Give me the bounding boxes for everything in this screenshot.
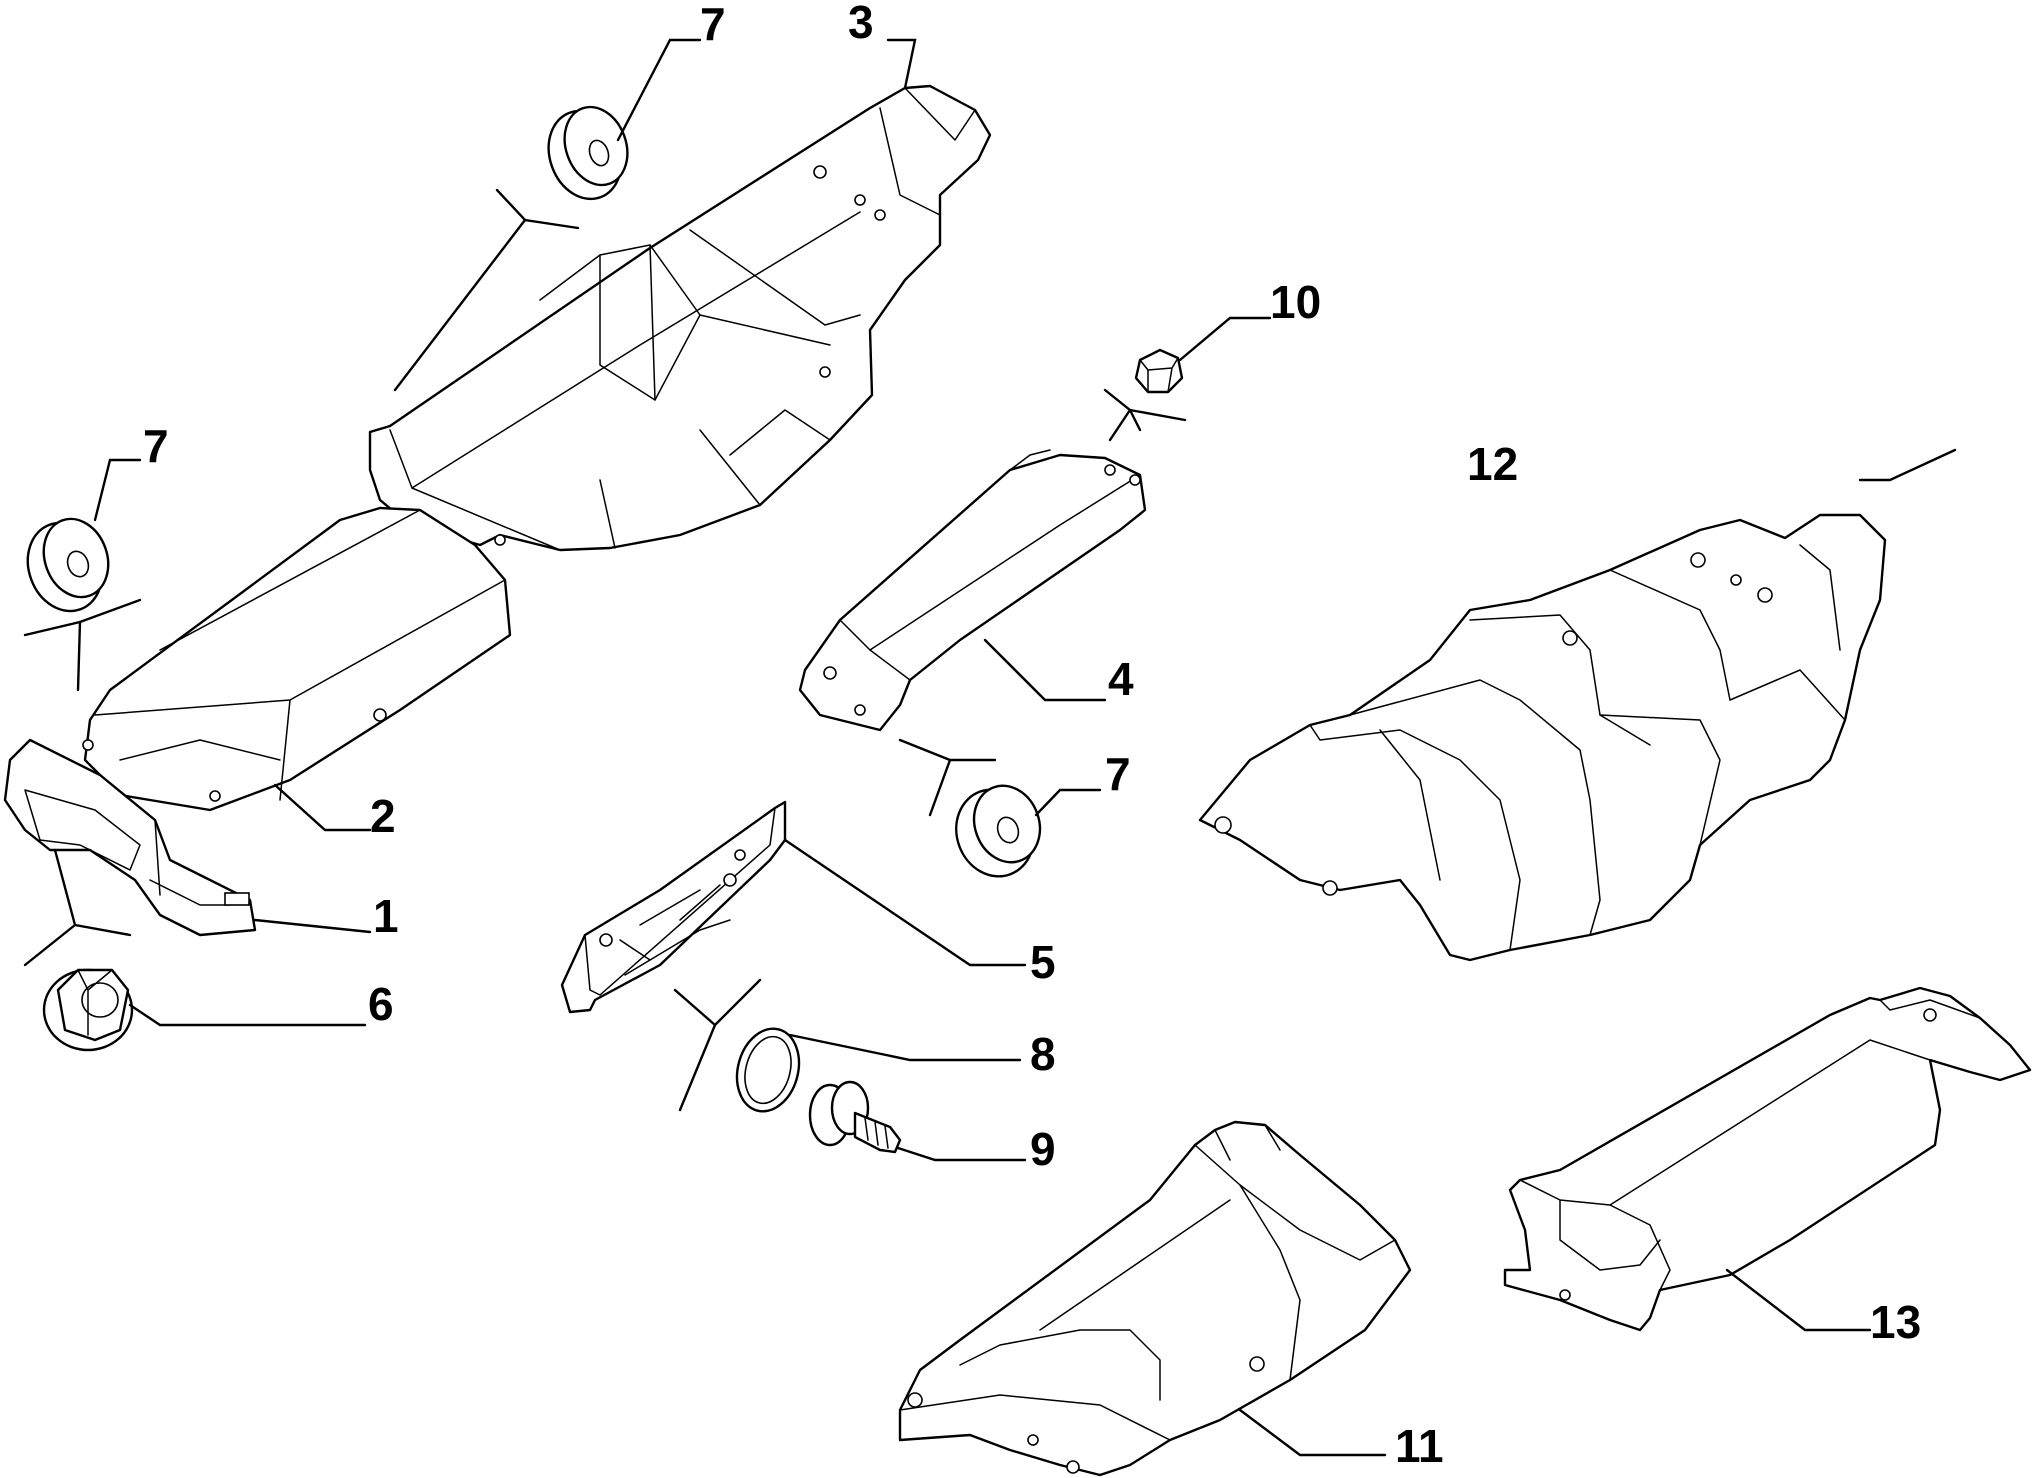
part-5-bracket [560, 800, 787, 1014]
part-7-washer-left [26, 517, 110, 613]
callout-12: 12 [1467, 438, 1518, 490]
part-6-flange-nut [42, 968, 134, 1052]
assembly-lines [23, 188, 1187, 1112]
callout-3: 3 [848, 0, 874, 48]
callout-1: 1 [373, 890, 399, 942]
callout-6: 6 [368, 978, 394, 1030]
callout-10: 10 [1270, 276, 1321, 328]
part-10-nut [1134, 348, 1184, 394]
callout-7-top: 7 [700, 0, 726, 50]
callout-4: 4 [1108, 653, 1134, 705]
part-9-bolt [808, 1080, 902, 1154]
part-8-o-ring [735, 1027, 801, 1113]
callout-7-left: 7 [143, 420, 169, 472]
callout-5: 5 [1030, 936, 1056, 988]
callout-13: 13 [1870, 1296, 1921, 1348]
part-13-heat-shield [1503, 986, 2032, 1332]
part-12-heat-shield [1198, 513, 1887, 962]
part-3-upper-heat-shield [368, 84, 992, 552]
callout-2: 2 [370, 790, 396, 842]
leader-lines [93, 38, 1957, 1457]
callout-9: 9 [1030, 1123, 1056, 1175]
part-7-washer-top [547, 105, 629, 201]
callout-labels: 1 2 3 4 5 6 7 7 7 8 9 10 11 12 13 [143, 0, 1921, 1472]
part-11-heat-shield [898, 1120, 1412, 1477]
part-2-heat-shield [82, 506, 512, 812]
part-4-bracket-shield [798, 449, 1147, 732]
part-1-manifold-shield [3, 738, 257, 937]
callout-8: 8 [1030, 1028, 1056, 1080]
callout-7-middle: 7 [1105, 748, 1131, 800]
part-7-washer-middle [955, 784, 1042, 878]
callout-11: 11 [1395, 1420, 1444, 1472]
